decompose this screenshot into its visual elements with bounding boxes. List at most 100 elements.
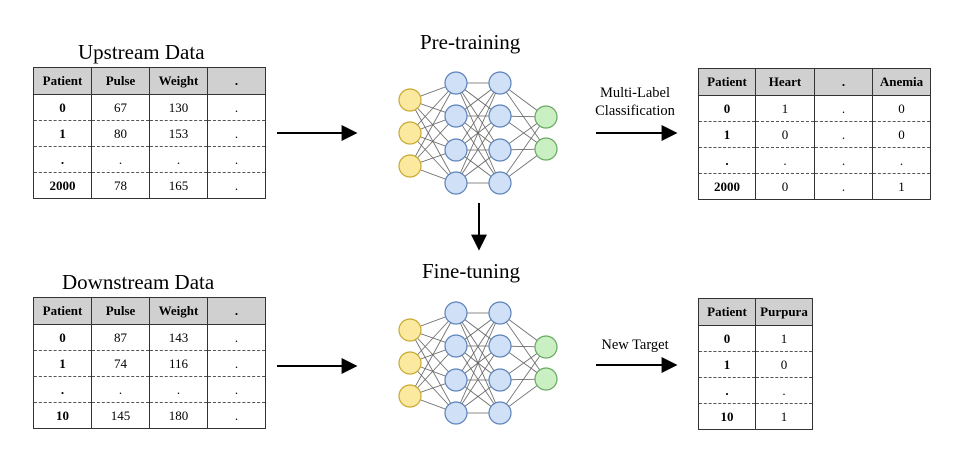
header-cell: Patient bbox=[698, 68, 756, 96]
table-cell: 0 bbox=[698, 325, 756, 352]
multilabel-line1: Multi-Label bbox=[599, 85, 671, 101]
hidden-node bbox=[488, 71, 512, 95]
output-node bbox=[534, 137, 558, 161]
input-node bbox=[398, 318, 422, 342]
output-node bbox=[534, 335, 558, 359]
header-cell: Weight bbox=[149, 297, 208, 325]
table-cell: 0 bbox=[872, 121, 931, 148]
table-cell: . bbox=[91, 146, 150, 173]
table-cell: . bbox=[33, 146, 92, 173]
header-cell: . bbox=[207, 67, 266, 95]
table-cell: 0 bbox=[33, 94, 92, 121]
table-cell: . bbox=[91, 376, 150, 403]
network-edge bbox=[455, 345, 501, 414]
network-edge bbox=[409, 312, 457, 397]
table-cell: . bbox=[814, 147, 873, 174]
hidden-node bbox=[488, 401, 512, 425]
table-row: 10 1 bbox=[698, 403, 813, 430]
output-node bbox=[534, 367, 558, 391]
table-cell: 145 bbox=[91, 402, 150, 429]
new-target-table: Patient Purpura 0 1 1 0 . . 10 1 bbox=[698, 298, 813, 430]
table-cell: 2000 bbox=[33, 172, 92, 199]
input-node bbox=[398, 88, 422, 112]
output-node bbox=[534, 105, 558, 129]
table-cell: 87 bbox=[91, 324, 150, 351]
downstream-data-title: Downstream Data bbox=[62, 270, 215, 294]
table-cell: 143 bbox=[149, 324, 208, 351]
hidden-node bbox=[444, 401, 468, 425]
header-cell: Pulse bbox=[91, 297, 150, 325]
header-cell: Patient bbox=[33, 297, 92, 325]
hidden-node bbox=[488, 104, 512, 128]
header-cell: Heart bbox=[755, 68, 815, 96]
input-node bbox=[398, 351, 422, 375]
table-row: 0 1 . 0 bbox=[698, 95, 931, 122]
table-cell: 1 bbox=[33, 120, 92, 147]
table-cell: 1 bbox=[755, 95, 815, 122]
table-cell: 180 bbox=[149, 402, 208, 429]
table-cell: . bbox=[698, 377, 756, 404]
table-cell: . bbox=[149, 376, 208, 403]
table-row: 2000 0 . 1 bbox=[698, 173, 931, 200]
hidden-node bbox=[444, 368, 468, 392]
table-cell: . bbox=[207, 376, 266, 403]
header-cell: Anemia bbox=[872, 68, 931, 96]
table-header-row: Patient Purpura bbox=[698, 298, 813, 326]
table-cell: 1 bbox=[698, 121, 756, 148]
table-cell: . bbox=[814, 95, 873, 122]
table-cell: . bbox=[207, 324, 266, 351]
table-row: 0 87 143 . bbox=[33, 324, 266, 351]
table-cell: . bbox=[698, 147, 756, 174]
network-edge bbox=[455, 312, 501, 414]
network-edge bbox=[455, 82, 501, 184]
hidden-node bbox=[444, 334, 468, 358]
table-cell: . bbox=[207, 94, 266, 121]
header-cell: Patient bbox=[33, 67, 92, 95]
table-cell: 1 bbox=[755, 403, 813, 430]
table-cell: . bbox=[149, 146, 208, 173]
table-row: 10 145 180 . bbox=[33, 402, 266, 429]
header-cell: Weight bbox=[149, 67, 208, 95]
network-edge bbox=[499, 346, 547, 414]
table-cell: 0 bbox=[698, 95, 756, 122]
table-cell: . bbox=[814, 121, 873, 148]
table-cell: . bbox=[755, 377, 813, 404]
network-edge bbox=[455, 312, 501, 381]
network-edge bbox=[455, 82, 501, 151]
header-cell: . bbox=[814, 68, 873, 96]
hidden-node bbox=[444, 171, 468, 195]
table-row: . . . . bbox=[33, 376, 266, 403]
network-edge bbox=[499, 312, 547, 380]
table-header-row: Patient Heart . Anemia bbox=[698, 68, 931, 96]
table-cell: 74 bbox=[91, 350, 150, 377]
pretraining-title: Pre-training bbox=[420, 30, 521, 54]
table-cell: 165 bbox=[149, 172, 208, 199]
table-cell: 10 bbox=[698, 403, 756, 430]
hidden-node bbox=[444, 301, 468, 325]
multilabel-line2: Classification bbox=[595, 103, 675, 119]
table-cell: 1 bbox=[698, 351, 756, 378]
table-cell: . bbox=[872, 147, 931, 174]
hidden-node bbox=[488, 368, 512, 392]
table-cell: . bbox=[207, 350, 266, 377]
upstream-data-title: Upstream Data bbox=[78, 40, 205, 64]
hidden-node bbox=[444, 104, 468, 128]
hidden-node bbox=[444, 138, 468, 162]
table-cell: 1 bbox=[33, 350, 92, 377]
table-cell: . bbox=[33, 376, 92, 403]
new-target-label: New Target bbox=[601, 337, 669, 353]
table-row: . . . . bbox=[698, 147, 931, 174]
table-row: 1 74 116 . bbox=[33, 350, 266, 377]
downstream-data-table: Patient Pulse Weight . 0 87 143 . 1 74 1… bbox=[33, 297, 266, 429]
input-node bbox=[398, 384, 422, 408]
input-node bbox=[398, 154, 422, 178]
network-edge bbox=[499, 82, 547, 150]
upstream-data-table: Patient Pulse Weight . 0 67 130 . 1 80 1… bbox=[33, 67, 266, 199]
table-cell: 0 bbox=[872, 95, 931, 122]
table-cell: 130 bbox=[149, 94, 208, 121]
finetuning-title: Fine-tuning bbox=[422, 259, 520, 283]
network-edge bbox=[499, 116, 547, 184]
table-cell: . bbox=[207, 172, 266, 199]
